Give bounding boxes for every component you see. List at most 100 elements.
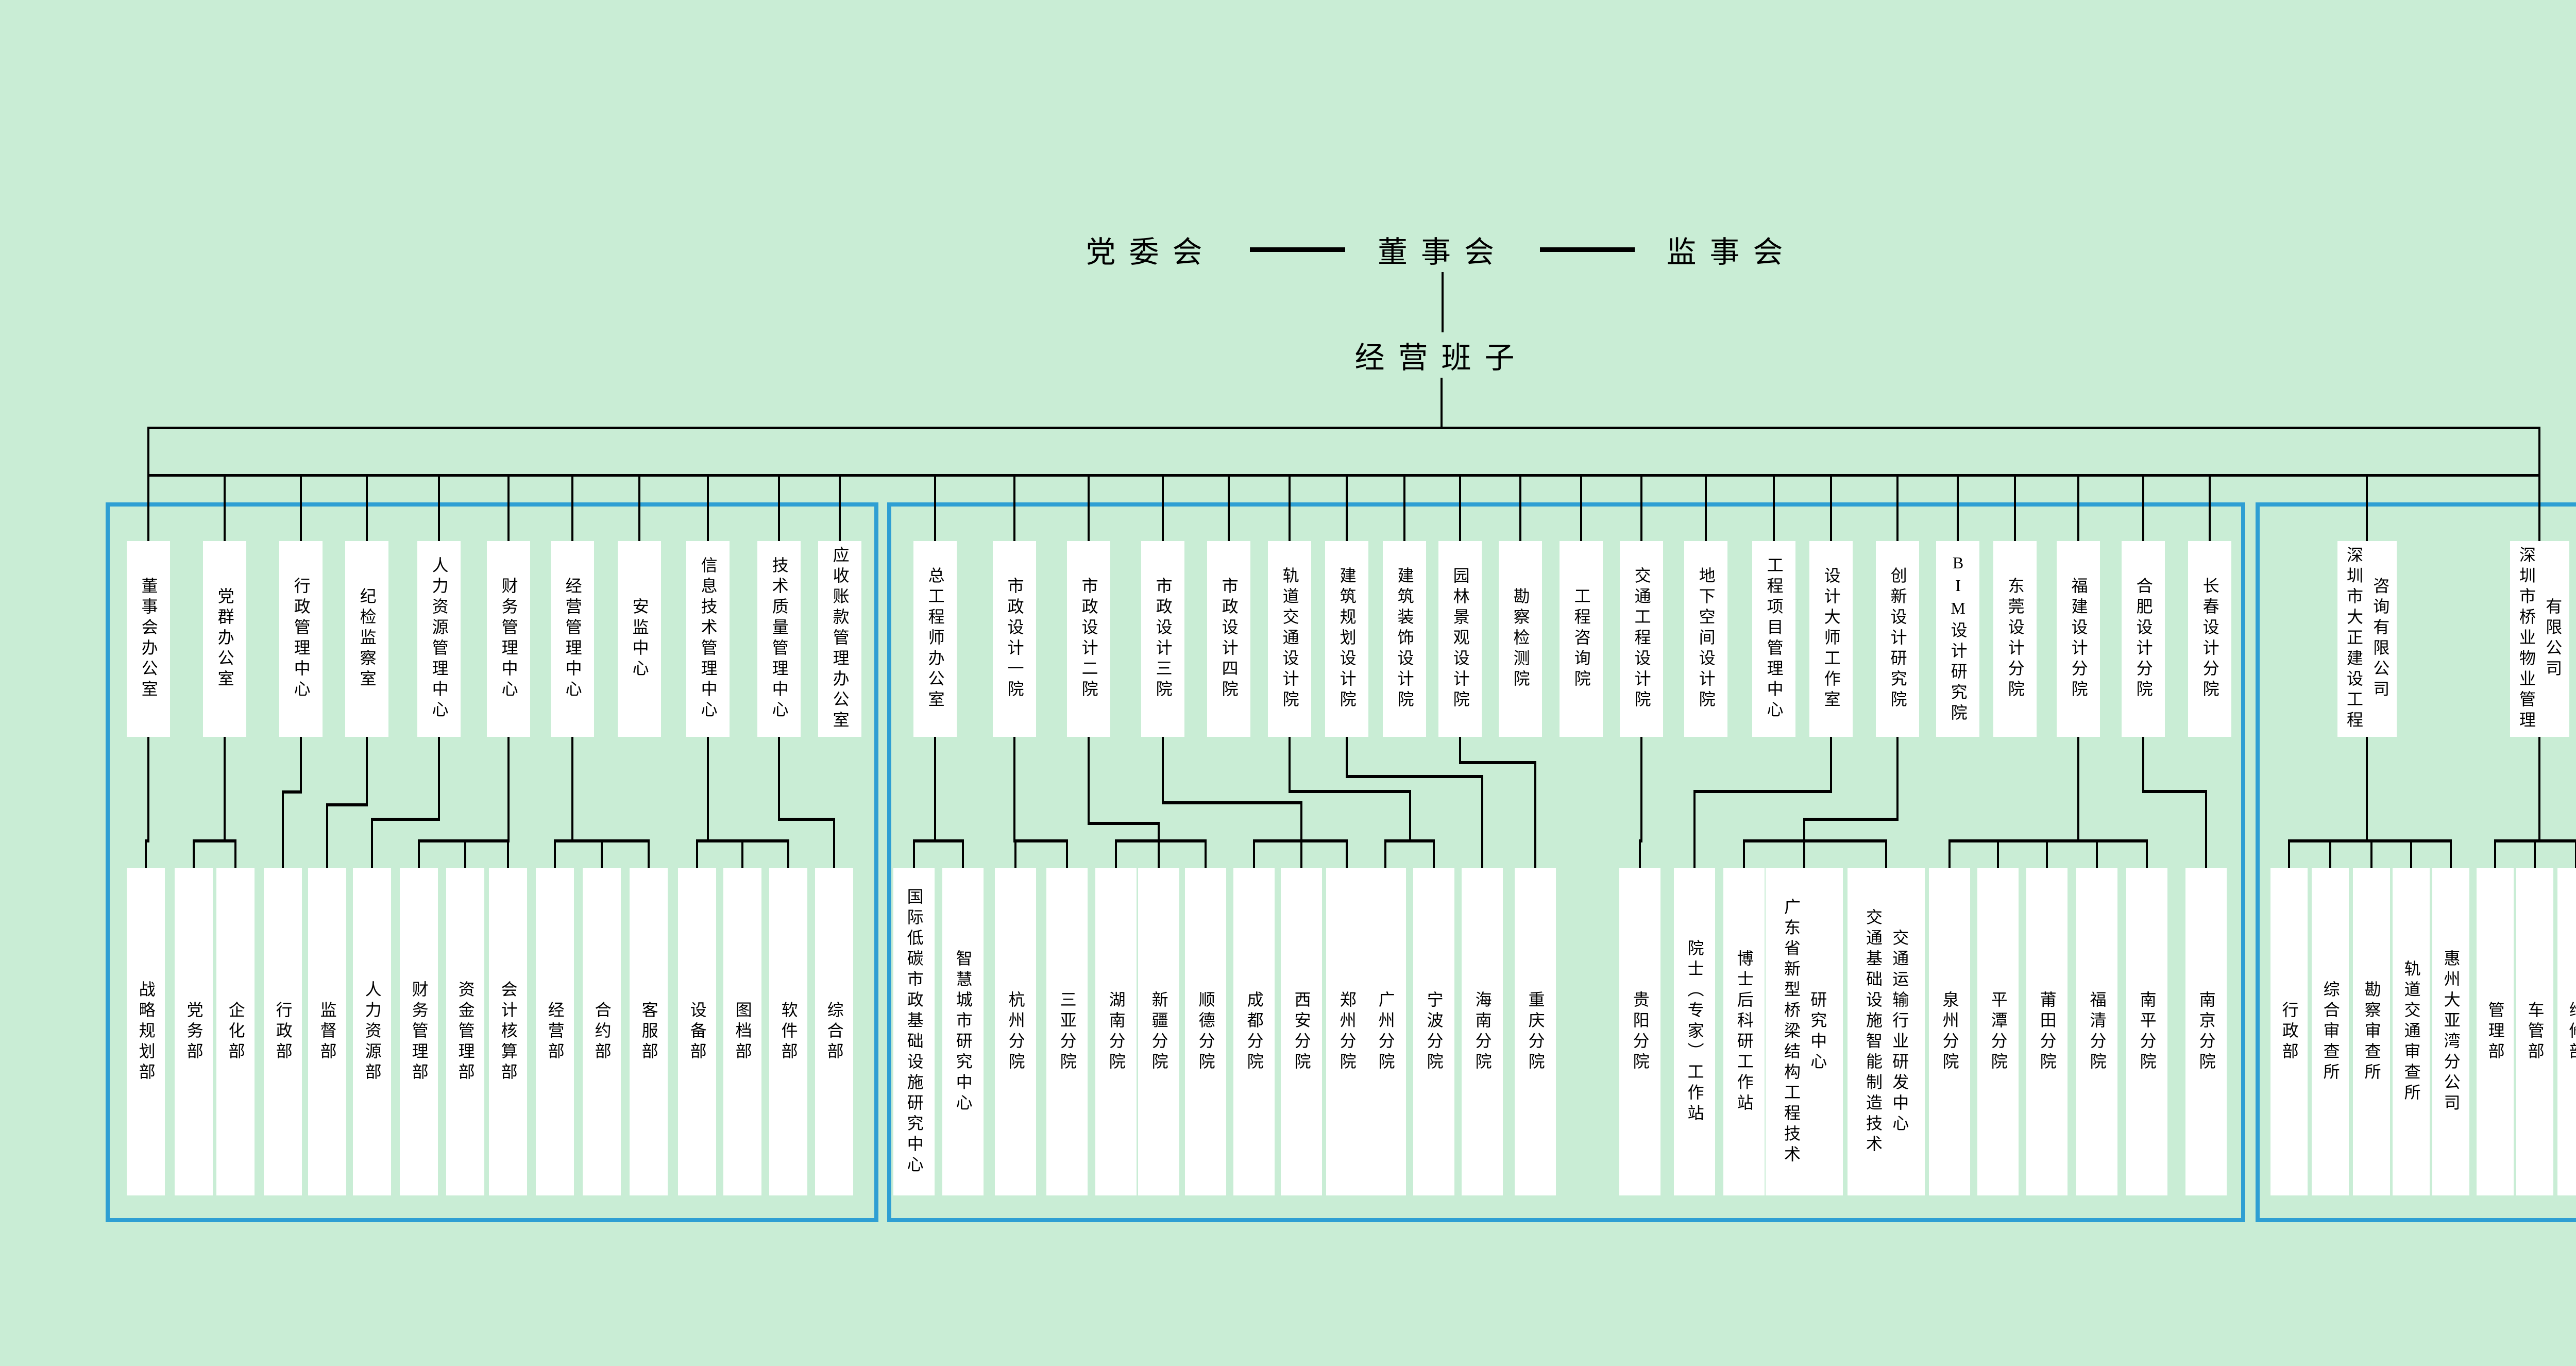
connector-line: [601, 841, 603, 868]
connector-line: [2288, 839, 2452, 842]
sub-node: 郑州分院: [1326, 868, 1367, 1195]
sub-node: 院士（专家）工作站: [1674, 868, 1715, 1195]
connector-line: [934, 737, 936, 841]
connector-line: [145, 841, 147, 868]
dept-node: 纪检监察室: [345, 541, 388, 737]
sub-node: 成都分院: [1233, 868, 1275, 1195]
connector-line: [571, 475, 573, 541]
connector-line: [1803, 841, 1805, 868]
connector-line: [1693, 790, 1832, 793]
connector-line: [1540, 247, 1635, 252]
sub-node: 贵阳分院: [1619, 868, 1660, 1195]
sub-node: 国际低碳市政基础设施研究中心: [893, 868, 935, 1195]
sub-node: 监督部: [308, 868, 346, 1195]
sub-node: 湖南分院: [1095, 868, 1137, 1195]
connector-line: [147, 475, 149, 541]
dept-node: 董事会办公室: [127, 541, 170, 737]
connector-line: [1896, 475, 1899, 541]
sub-node: 车管部: [2516, 868, 2553, 1195]
dept-node: 应收账款管理办公室: [818, 541, 861, 737]
party-committee-label: 党委会: [1086, 235, 1216, 269]
sub-node: 顺德分院: [1185, 868, 1226, 1195]
dept-node: 市政设计一院: [993, 541, 1036, 737]
connector-line: [741, 841, 743, 868]
connector-line: [193, 841, 195, 868]
connector-line: [696, 841, 698, 868]
dept-node: 勘察检测院: [1499, 541, 1542, 737]
dept-node: 长春设计分院: [2188, 541, 2231, 737]
dept-node: 工程项目管理中心: [1752, 541, 1795, 737]
connector-line: [2575, 841, 2576, 868]
sub-node: 维修部: [2557, 868, 2576, 1195]
connector-line: [778, 737, 780, 819]
connector-line: [1162, 801, 1302, 804]
connector-line: [833, 819, 835, 868]
group-border-subsidiaries: [2256, 502, 2576, 1222]
management-team-box: 经营班子: [1335, 332, 1548, 378]
dept-node: 行政管理中心: [279, 541, 323, 737]
board-of-directors-box: 董事会: [1344, 227, 1541, 272]
sub-node: 南平分院: [2126, 868, 2167, 1195]
connector-line: [1250, 247, 1345, 252]
dept-node: 深圳市桥业物业管理 有限公司: [2510, 541, 2569, 737]
sub-node: 轨道交通审查所: [2393, 868, 2430, 1195]
dept-node: 地下空间设计院: [1684, 541, 1727, 737]
connector-line: [1346, 475, 1348, 541]
dept-node: 福建设计分院: [2057, 541, 2100, 737]
connector-line: [1013, 737, 1015, 841]
group-border-design-production-units: [887, 502, 2245, 1222]
connector-line: [1830, 737, 1832, 791]
connector-line: [2142, 475, 2144, 541]
dept-node: 合肥设计分院: [2122, 541, 2165, 737]
sub-node: 博士后科研工作站: [1723, 868, 1765, 1195]
sub-node: 广东省新型桥梁结构工程技术 研究中心: [1766, 868, 1843, 1195]
sub-node: 海南分院: [1462, 868, 1503, 1195]
dept-node: BIM设计研究院: [1936, 541, 1979, 737]
dept-node: 建筑规划设计院: [1325, 541, 1368, 737]
sub-node: 惠州大亚湾分公司: [2432, 868, 2469, 1195]
connector-line: [1693, 791, 1696, 868]
connector-line: [1013, 839, 1068, 842]
connector-line: [147, 474, 2540, 477]
sub-node: 行政部: [2270, 868, 2308, 1195]
connector-line: [1948, 839, 2148, 842]
connector-line: [147, 426, 2540, 429]
connector-line: [1640, 737, 1642, 841]
sub-node: 企化部: [216, 868, 255, 1195]
sub-node: 财务管理部: [400, 868, 438, 1195]
connector-line: [1014, 841, 1016, 868]
sub-node: 重庆分院: [1515, 868, 1556, 1195]
party-committee-box: 党委会: [1050, 227, 1251, 272]
connector-line: [638, 475, 640, 541]
connector-line: [571, 737, 573, 841]
connector-line: [2142, 737, 2144, 791]
connector-line: [326, 805, 328, 868]
connector-line: [371, 819, 373, 868]
dept-node: 市政设计四院: [1207, 541, 1250, 737]
connector-line: [326, 803, 368, 806]
sub-node: 设备部: [678, 868, 716, 1195]
connector-line: [839, 475, 841, 541]
connector-line: [418, 841, 420, 868]
sub-node: 党务部: [175, 868, 213, 1195]
dept-node: 设计大师工作室: [1809, 541, 1853, 737]
sub-node: 福清分院: [2076, 868, 2117, 1195]
dept-node: 建筑装饰设计院: [1383, 541, 1426, 737]
connector-line: [1300, 803, 1302, 841]
sub-node: 勘察审查所: [2353, 868, 2390, 1195]
connector-line: [282, 790, 302, 794]
connector-line: [371, 818, 440, 821]
dept-node: 党群办公室: [203, 541, 246, 737]
connector-line: [1997, 841, 1999, 868]
connector-line: [913, 839, 964, 842]
connector-line: [1433, 841, 1435, 868]
connector-line: [193, 839, 236, 842]
connector-line: [2077, 737, 2079, 841]
connector-line: [2077, 475, 2079, 541]
connector-line: [1743, 839, 1887, 842]
connector-line: [1162, 737, 1164, 803]
sub-node: 人力资源部: [353, 868, 391, 1195]
connector-line: [438, 737, 440, 819]
dept-node: 市政设计三院: [1141, 541, 1184, 737]
connector-line: [1205, 841, 1207, 868]
